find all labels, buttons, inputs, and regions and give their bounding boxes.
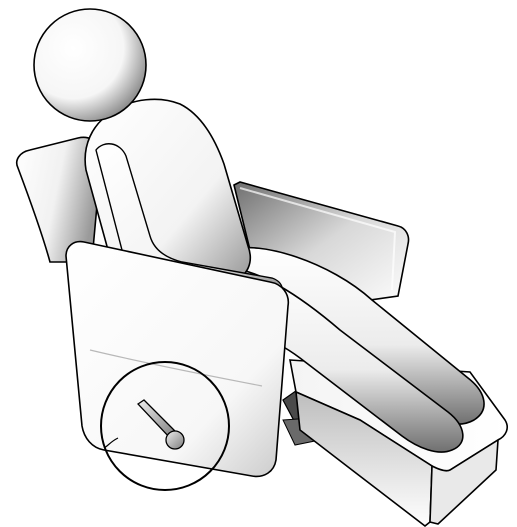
person-head <box>34 9 146 121</box>
